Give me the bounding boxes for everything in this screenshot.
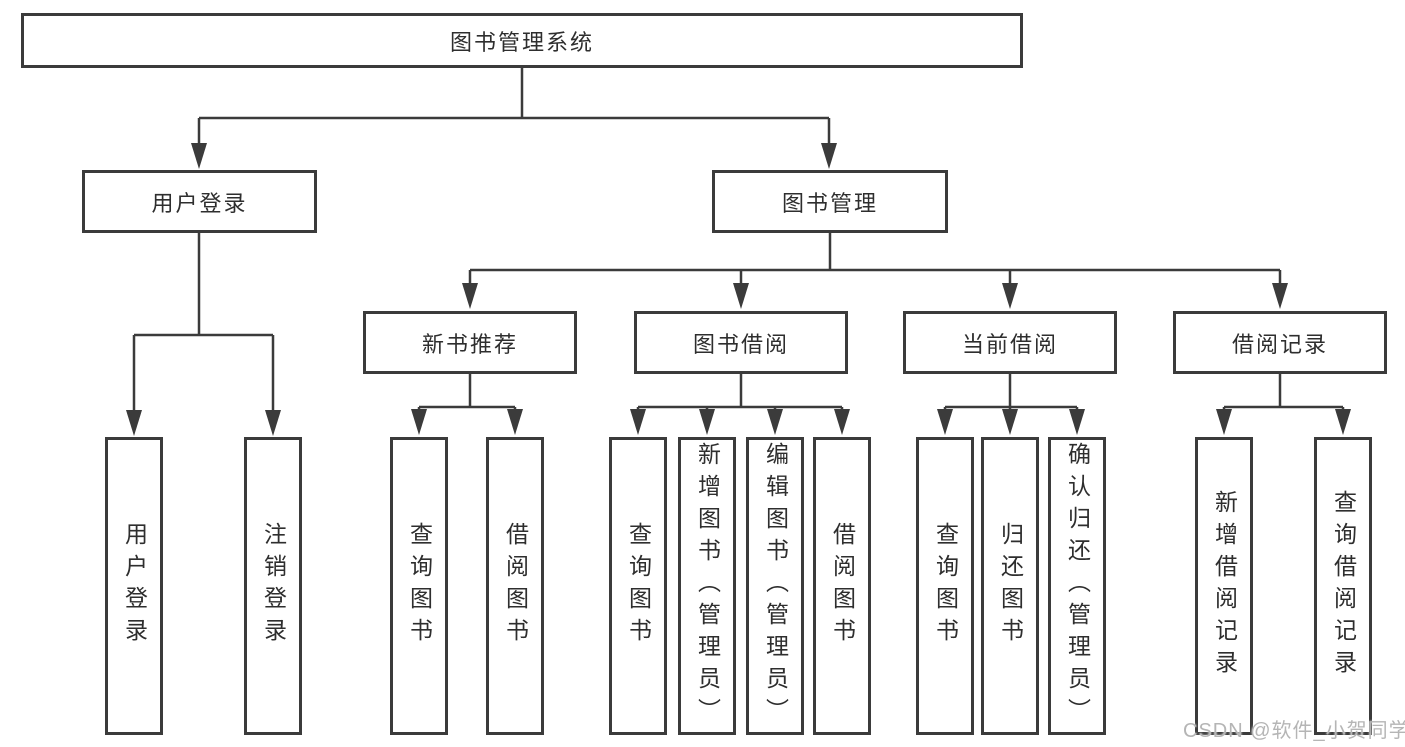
node-book-mgmt-label: 图书管理 bbox=[781, 190, 878, 216]
node-borrow-records-label: 借阅记录 bbox=[1231, 331, 1328, 357]
node-book-borrow-label: 图书借阅 bbox=[692, 331, 789, 357]
leaf-current-confirm-return-label: 确认归还（管理员） bbox=[1064, 442, 1091, 730]
leaf-current-return-label: 归还图书 bbox=[997, 522, 1024, 650]
leaf-records-add: 新增借阅记录 bbox=[1195, 437, 1253, 735]
leaf-borrow-edit-book: 编辑图书（管理员） bbox=[746, 437, 804, 735]
leaf-logout: 注销登录 bbox=[244, 437, 302, 735]
node-root: 图书管理系统 bbox=[21, 13, 1023, 68]
node-new-books: 新书推荐 bbox=[363, 311, 577, 374]
node-user-login-label: 用户登录 bbox=[151, 190, 248, 216]
leaf-borrow-add-book: 新增图书（管理员） bbox=[678, 437, 736, 735]
node-new-books-label: 新书推荐 bbox=[421, 331, 518, 357]
leaf-records-query: 查询借阅记录 bbox=[1314, 437, 1372, 735]
node-borrow-records: 借阅记录 bbox=[1173, 311, 1387, 374]
leaf-current-query: 查询图书 bbox=[916, 437, 974, 735]
leaf-current-return: 归还图书 bbox=[981, 437, 1039, 735]
leaf-current-query-label: 查询图书 bbox=[932, 522, 959, 650]
leaf-newbooks-query: 查询图书 bbox=[390, 437, 448, 735]
node-current-borrow-label: 当前借阅 bbox=[961, 331, 1058, 357]
leaf-borrow-query-label: 查询图书 bbox=[625, 522, 652, 650]
node-root-label: 图书管理系统 bbox=[449, 29, 594, 55]
leaf-records-add-label: 新增借阅记录 bbox=[1211, 490, 1238, 682]
leaf-borrow-edit-book-label: 编辑图书（管理员） bbox=[762, 442, 789, 730]
leaf-borrow-book: 借阅图书 bbox=[813, 437, 871, 735]
leaf-borrow-query: 查询图书 bbox=[609, 437, 667, 735]
leaf-records-query-label: 查询借阅记录 bbox=[1330, 490, 1357, 682]
node-book-mgmt: 图书管理 bbox=[712, 170, 948, 233]
leaf-borrow-add-book-label: 新增图书（管理员） bbox=[694, 442, 721, 730]
leaf-user-login-label: 用户登录 bbox=[121, 522, 148, 650]
leaf-newbooks-borrow: 借阅图书 bbox=[486, 437, 544, 735]
leaf-newbooks-query-label: 查询图书 bbox=[406, 522, 433, 650]
node-current-borrow: 当前借阅 bbox=[903, 311, 1117, 374]
leaf-current-confirm-return: 确认归还（管理员） bbox=[1048, 437, 1106, 735]
leaf-logout-label: 注销登录 bbox=[260, 522, 287, 650]
leaf-newbooks-borrow-label: 借阅图书 bbox=[502, 522, 529, 650]
node-user-login: 用户登录 bbox=[82, 170, 317, 233]
watermark: CSDN @软件_小贺同学 bbox=[1183, 720, 1405, 742]
node-book-borrow: 图书借阅 bbox=[634, 311, 848, 374]
leaf-borrow-book-label: 借阅图书 bbox=[829, 522, 856, 650]
leaf-user-login: 用户登录 bbox=[105, 437, 163, 735]
